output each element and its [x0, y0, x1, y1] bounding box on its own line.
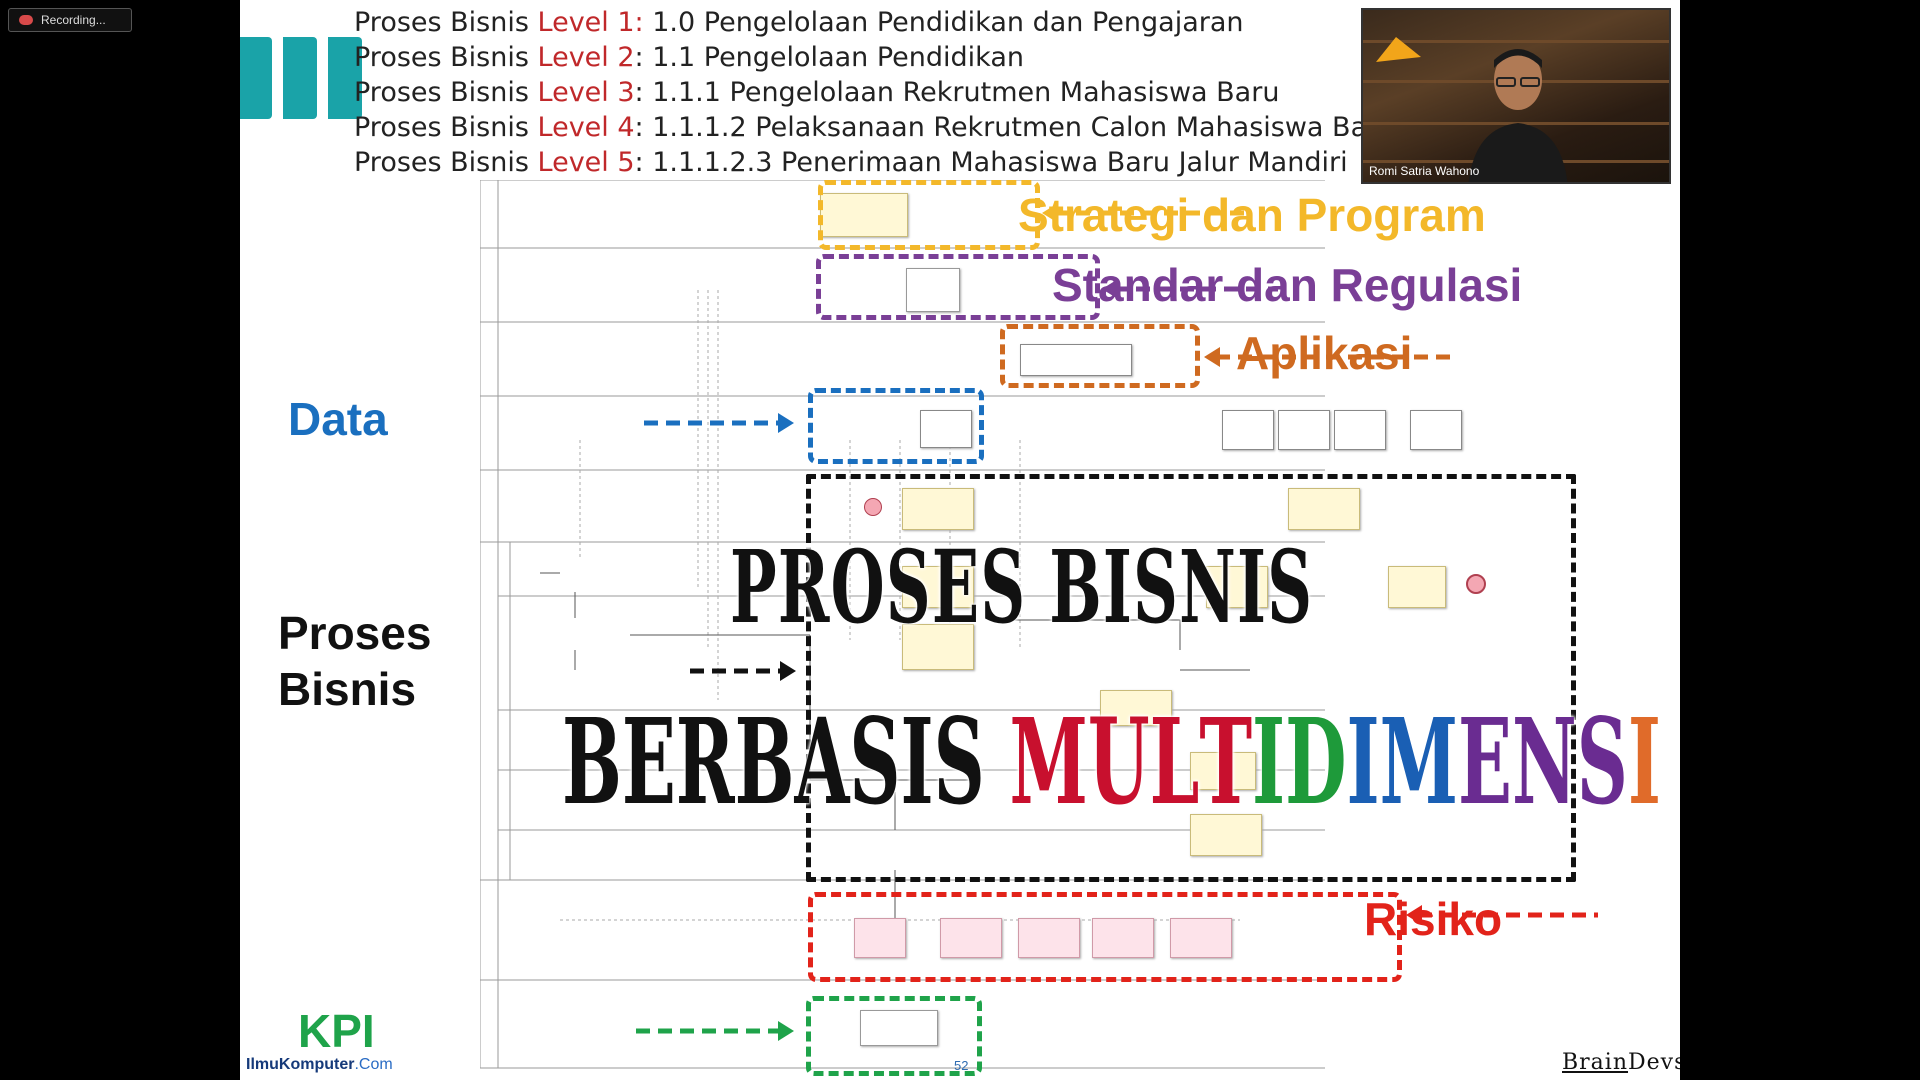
data-frame: [808, 388, 984, 464]
slide-page-number: 52: [954, 1058, 969, 1073]
risk-item: [1018, 918, 1080, 958]
data-box: [1278, 410, 1330, 450]
heading-level-2: Proses Bisnis Level 2: 1.1 Pengelolaan P…: [354, 42, 1024, 73]
label-proses: Proses: [278, 607, 432, 659]
strategi-task: [820, 193, 908, 237]
kpi-frame: [806, 996, 982, 1076]
heading-level-3: Proses Bisnis Level 3: 1.1.1 Pengelolaan…: [354, 77, 1280, 108]
data-box: [1410, 410, 1462, 450]
accent-bar: [240, 37, 272, 119]
overlay-letter: U: [1087, 692, 1150, 831]
overlay-letter: I: [1252, 692, 1286, 831]
process-task: [1388, 566, 1446, 608]
overlay-title-line2: BERBASIS MULTIDIMENSI: [562, 692, 1661, 831]
overlay-letter: M: [1009, 692, 1088, 831]
process-task: [902, 624, 974, 670]
recording-indicator[interactable]: Recording...: [8, 8, 132, 32]
risk-item: [940, 918, 1002, 958]
data-box: [1222, 410, 1274, 450]
label-risiko: Risiko: [1364, 893, 1503, 945]
process-task: [902, 488, 974, 530]
heading-level-4: Proses Bisnis Level 4: 1.1.1.2 Pelaksana…: [354, 112, 1396, 143]
standar-frame: [816, 254, 1100, 320]
recording-icon: [19, 15, 33, 25]
data-box: [920, 410, 972, 448]
risiko-frame: [808, 892, 1402, 982]
arrow-risiko: [1406, 905, 1598, 925]
start-event: [864, 498, 882, 516]
process-task: [1206, 566, 1268, 608]
label-standar-regulasi: Standar dan Regulasi: [1052, 259, 1523, 311]
process-level-headings: Proses Bisnis Level 1: 1.0 Pengelolaan P…: [354, 5, 1395, 180]
overlay-letter: T: [1199, 692, 1253, 831]
accent-bar: [283, 37, 317, 119]
arrow-aplikasi: [1204, 347, 1450, 367]
overlay-letter: M: [1379, 692, 1459, 831]
process-task: [902, 566, 974, 608]
recording-label: Recording...: [41, 13, 106, 27]
overlay-title-line1: PROSES BISNIS: [730, 528, 1314, 646]
strategi-frame: [818, 180, 1040, 250]
overlay-letter: N: [1512, 692, 1577, 831]
presenter-video-tile[interactable]: Romi Satria Wahono: [1361, 8, 1671, 184]
heading-level-1: Proses Bisnis Level 1: 1.0 Pengelolaan P…: [354, 7, 1244, 38]
multidimensi-word: MULTIDIMENSI: [1009, 692, 1661, 831]
label-data: Data: [288, 393, 388, 445]
accent-bar: [328, 37, 362, 119]
process-task: [1190, 752, 1256, 790]
label-strategi-program: Strategi dan Program: [1018, 189, 1486, 241]
label-aplikasi: Aplikasi: [1236, 327, 1413, 379]
regulasi-document: [906, 268, 960, 312]
arrow-proses: [690, 661, 796, 681]
arrow-strategi: [1042, 203, 1248, 223]
overlay-letter: D: [1285, 692, 1347, 831]
overlay-letter: E: [1458, 692, 1513, 831]
braindevs-logo: BrainDevs: [1562, 1050, 1680, 1075]
risk-item: [854, 918, 906, 958]
data-box: [1334, 410, 1386, 450]
ilmukomputer-logo: IlmuKomputer.Com: [246, 1056, 393, 1073]
presenter-avatar: [1468, 49, 1568, 182]
arrow-standar: [1102, 279, 1278, 299]
proses-frame: [806, 474, 1576, 882]
process-task: [1100, 690, 1172, 726]
overlay-prefix: BERBASIS: [562, 692, 1010, 831]
presenter-name: Romi Satria Wahono: [1369, 164, 1480, 178]
label-bisnis: Bisnis: [278, 663, 417, 715]
label-kpi: KPI: [298, 1005, 375, 1057]
aplikasi-frame: [1000, 324, 1200, 388]
process-task: [1190, 814, 1262, 856]
lamp-icon: [1376, 37, 1421, 62]
kpi-item: [860, 1010, 938, 1046]
arrow-kpi: [636, 1021, 794, 1041]
process-task: [1288, 488, 1360, 530]
risk-item: [1170, 918, 1232, 958]
overlay-letter: L: [1149, 692, 1200, 831]
presentation-slide: Proses Bisnis Level 1: 1.0 Pengelolaan P…: [240, 0, 1680, 1080]
end-event: [1466, 574, 1486, 594]
arrow-data: [644, 413, 794, 433]
overlay-letter: I: [1627, 692, 1661, 831]
overlay-letter: I: [1346, 692, 1380, 831]
application-box: [1020, 344, 1132, 376]
overlay-letter: S: [1576, 692, 1628, 831]
risk-item: [1092, 918, 1154, 958]
heading-level-5: Proses Bisnis Level 5: 1.1.1.2.3 Penerim…: [354, 147, 1348, 178]
